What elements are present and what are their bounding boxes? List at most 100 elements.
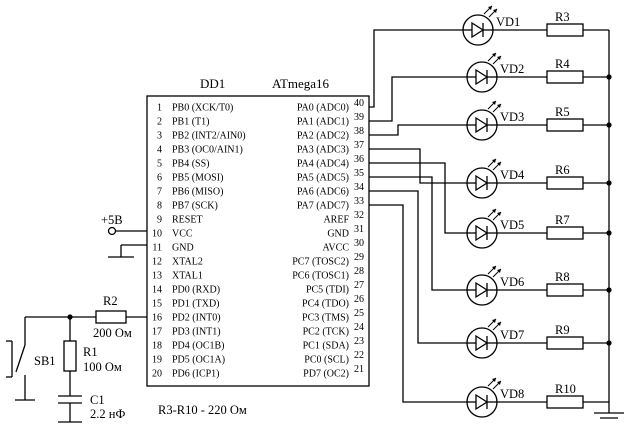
resistor [546, 336, 584, 350]
pin-name: PD3 (INT1) [172, 327, 221, 338]
pin-number: 2 [157, 117, 162, 128]
pin-number: 11 [152, 243, 162, 254]
pin-number: 31 [354, 224, 364, 235]
pin-number: 9 [157, 215, 162, 226]
resistor-label: R6 [555, 163, 570, 177]
pin-name: PC7 (TOSC2) [292, 257, 349, 268]
c1-ref: C1 [90, 393, 105, 407]
r1-ref: R1 [83, 345, 98, 359]
pin-number: 4 [157, 145, 162, 156]
pin-name: PD4 (OC1B) [172, 341, 225, 352]
pin-name: PC5 (TDI) [306, 285, 349, 296]
pin-number: 40 [354, 98, 364, 109]
pin-number: 34 [354, 182, 364, 193]
pin-number: 28 [354, 266, 364, 277]
chip-ref: DD1 [200, 76, 225, 91]
pin-number: 30 [354, 238, 364, 249]
pin-number: 35 [354, 168, 364, 179]
pin-number: 37 [354, 140, 364, 151]
led-channel: VD4 R6 [369, 148, 612, 199]
led-channel: VD8 R10 [369, 204, 609, 418]
pin-number: 25 [354, 308, 364, 319]
pin-number: 23 [354, 336, 364, 347]
pin-number: 14 [152, 285, 162, 296]
resistor-label: R5 [555, 105, 570, 119]
pin-name: PA6 (ADC6) [297, 187, 349, 198]
pin-name: PD6 (ICP1) [172, 369, 220, 380]
resistor [546, 176, 584, 190]
resistor-label: R8 [555, 270, 570, 284]
pin-name: PA1 (ADC1) [297, 117, 349, 128]
pin-number: 27 [354, 280, 364, 291]
pin-name: AREF [323, 215, 349, 226]
supply-label: +5В [101, 213, 123, 227]
r1-resistor [63, 340, 77, 372]
led-channel: VD6 R8 [369, 176, 612, 306]
pin-number: 5 [157, 159, 162, 170]
resistor-label: R4 [555, 57, 570, 71]
r2-ref: R2 [103, 294, 118, 308]
led-label: VD3 [500, 110, 524, 124]
pin-number: 36 [354, 154, 364, 165]
pin-number: 24 [354, 322, 364, 333]
resistor-label: R10 [555, 382, 576, 396]
ground-connection [108, 244, 147, 258]
pin-number: 7 [157, 187, 162, 198]
led-label: VD8 [500, 387, 524, 401]
pin-number: 26 [354, 294, 364, 305]
pin-name: PB4 (SS) [172, 159, 210, 170]
pin-number: 6 [157, 173, 162, 184]
pin-name: GND [172, 243, 194, 254]
pin-number: 10 [152, 229, 162, 240]
pin-number: 15 [152, 299, 162, 310]
pin-name: VCC [172, 229, 193, 240]
pin-number: 16 [152, 313, 162, 324]
chip-body [146, 95, 370, 387]
resistor [546, 395, 584, 409]
pin-number: 39 [354, 112, 364, 123]
resistor-label: R7 [555, 213, 570, 227]
r2-resistor [95, 310, 127, 324]
resistor-label: R9 [555, 323, 570, 337]
pin-name: PB2 (INT2/AIN0) [172, 131, 246, 142]
pin-name: PA0 (ADC0) [297, 103, 349, 114]
pin-name: PC6 (TOSC1) [292, 271, 349, 282]
led-channel: VD3 R5 [369, 100, 612, 141]
pin-name: PA4 (ADC4) [297, 159, 349, 170]
pin-name: PB7 (SCK) [172, 201, 218, 212]
pin-name: PD5 (OC1A) [172, 355, 225, 366]
pin-number: 22 [354, 350, 364, 361]
pin-number: 12 [152, 257, 162, 268]
resistor [546, 70, 584, 84]
pin-number: 8 [157, 201, 162, 212]
pin-name: PC2 (TCK) [303, 327, 349, 338]
led-label: VD2 [500, 62, 524, 76]
pin-number: 20 [152, 369, 162, 380]
resistor-label: R3 [555, 10, 570, 24]
pin-name: PD1 (TXD) [172, 299, 220, 310]
resistor [546, 283, 584, 297]
supply-connection: +5В [101, 213, 147, 236]
led-label: VD6 [500, 275, 524, 289]
pin-name: PA5 (ADC5) [297, 173, 349, 184]
c1-value: 2.2 нФ [90, 407, 125, 421]
pin-number: 29 [354, 252, 364, 263]
pin-name: PB6 (MISO) [172, 187, 223, 198]
pin-name: PC4 (TDO) [302, 299, 349, 310]
led-label: VD4 [500, 168, 525, 182]
pin-name: PC1 (SDA) [303, 341, 349, 352]
chip-part: ATmega16 [272, 76, 330, 91]
pin-number: 19 [152, 355, 162, 366]
pin-name: GND [327, 229, 349, 240]
pin-number: 1 [157, 103, 162, 114]
pin-name: PB0 (XCK/T0) [172, 103, 233, 114]
sb1-ref: SB1 [34, 354, 56, 368]
ground-bus [594, 30, 624, 419]
reset-circuit: R2 200 Ом R1 100 Ом C1 2.2 нФ SB1 [6, 294, 147, 423]
